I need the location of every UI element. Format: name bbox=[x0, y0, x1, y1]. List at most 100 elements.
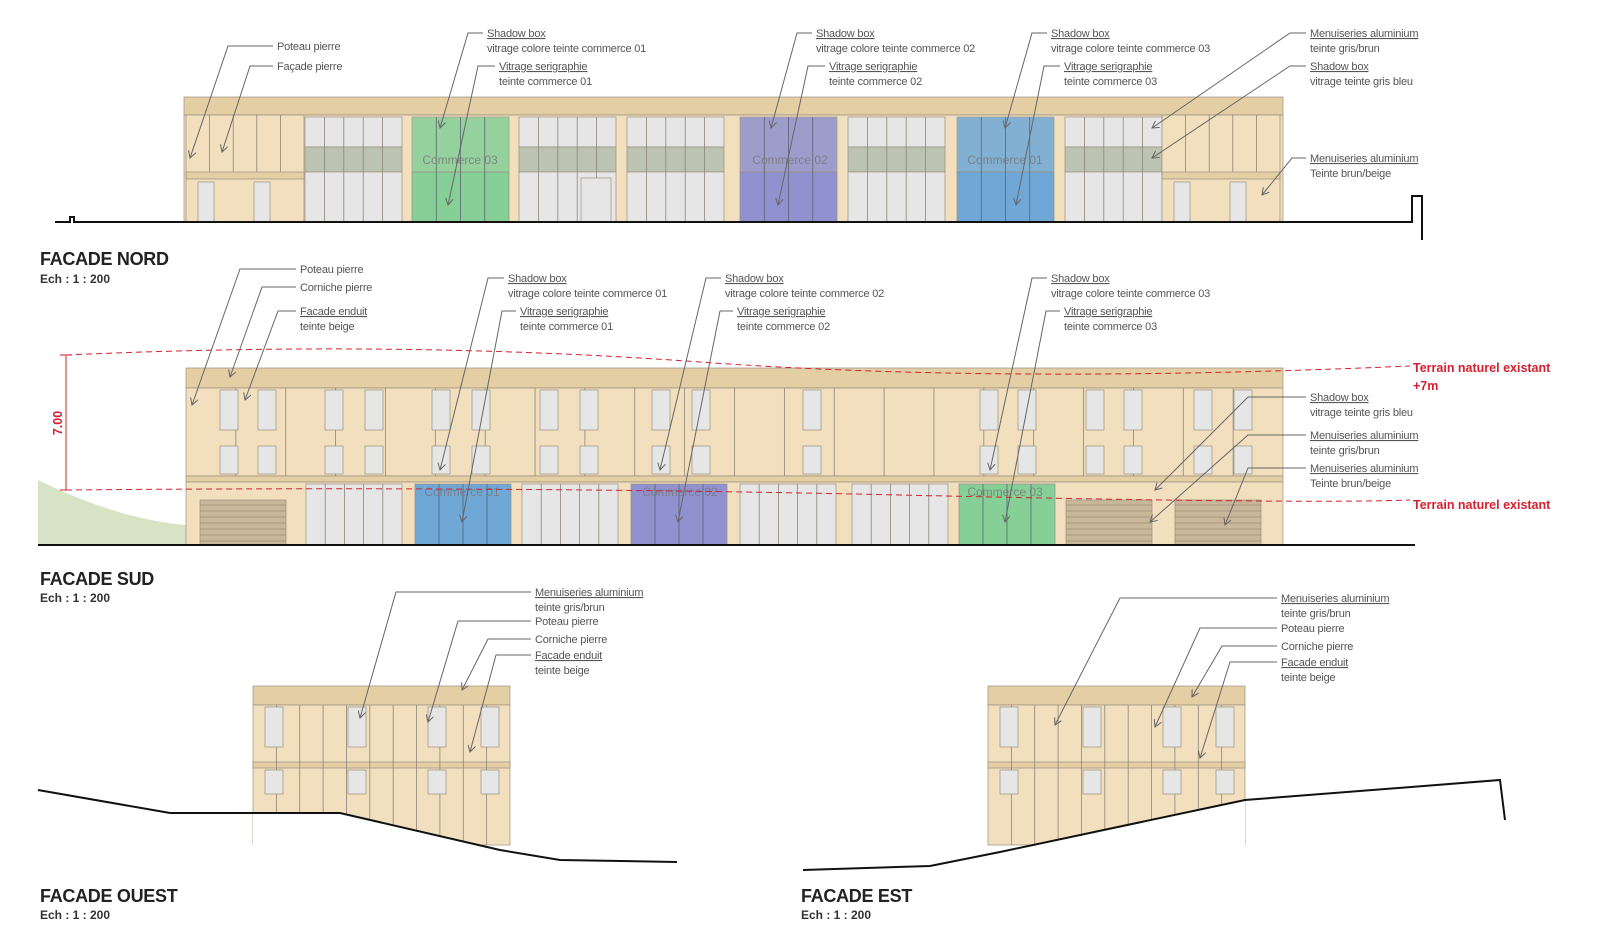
window bbox=[1017, 445, 1037, 475]
upper-glazing bbox=[304, 116, 403, 148]
callout-title: Menuiseries aluminium bbox=[1310, 28, 1418, 40]
lower-glazing bbox=[1064, 171, 1163, 223]
callout-nord-9: Shadow box vitrage teinte gris bleu bbox=[1152, 61, 1413, 158]
commerce-sign: Commerce 03 bbox=[422, 153, 498, 167]
callout-ouest-2: Corniche pierre bbox=[462, 634, 607, 690]
lower-glazing bbox=[847, 171, 946, 223]
leader-arrow bbox=[1016, 65, 1060, 205]
callout-title: Menuiseries aluminium bbox=[1281, 593, 1389, 605]
callout-subtitle: teinte gris/brun bbox=[1310, 43, 1380, 55]
callout-subtitle: vitrage colore teinte commerce 03 bbox=[1051, 288, 1210, 300]
window bbox=[1215, 769, 1235, 795]
shopfront-glazing bbox=[739, 483, 837, 546]
ouest-cornice bbox=[252, 685, 511, 706]
facade-nord-title: FACADE NORD bbox=[40, 249, 169, 269]
shadow-box-grey bbox=[304, 146, 403, 173]
leader-arrow bbox=[771, 32, 812, 128]
facade-ouest-title: FACADE OUEST bbox=[40, 886, 178, 906]
facade-sud-title: FACADE SUD bbox=[40, 569, 154, 589]
callout-title: Poteau pierre bbox=[1281, 623, 1345, 635]
leader-arrow bbox=[1152, 65, 1306, 158]
leader-arrow bbox=[470, 654, 531, 752]
callout-title: Corniche pierre bbox=[1281, 641, 1353, 653]
callout-subtitle: teinte gris/brun bbox=[1281, 608, 1351, 620]
callout-est-1: Poteau pierre bbox=[1155, 623, 1345, 727]
leader-arrow bbox=[1192, 645, 1277, 697]
callout-nord-1: Façade pierre bbox=[222, 61, 343, 152]
facade-sud-scale: Ech : 1 : 200 bbox=[40, 591, 110, 605]
garage-door bbox=[1174, 499, 1262, 546]
window bbox=[1233, 389, 1253, 431]
callout-subtitle: teinte beige bbox=[1281, 672, 1336, 684]
window bbox=[1085, 445, 1105, 475]
callout-subtitle: vitrage colore teinte commerce 03 bbox=[1051, 43, 1210, 55]
window bbox=[999, 769, 1019, 795]
leader-arrow bbox=[428, 620, 531, 722]
callout-est-2: Corniche pierre bbox=[1192, 641, 1353, 697]
lower-glazing bbox=[626, 171, 725, 223]
callout-title: Shadow box bbox=[1310, 392, 1369, 404]
leader-arrow bbox=[1150, 434, 1306, 522]
leader-arrow bbox=[190, 45, 273, 158]
callout-title: Shadow box bbox=[1310, 61, 1369, 73]
door bbox=[197, 181, 215, 223]
window bbox=[364, 445, 384, 475]
leader-arrow bbox=[1155, 396, 1306, 490]
terrain-slope bbox=[38, 480, 186, 545]
window bbox=[347, 769, 367, 795]
shopfront-glazing bbox=[305, 483, 403, 546]
sud-cornice bbox=[185, 367, 1284, 389]
window bbox=[1233, 445, 1253, 475]
lower-glazing bbox=[304, 171, 403, 223]
callout-subtitle: teinte commerce 02 bbox=[737, 321, 830, 333]
callout-title: Corniche pierre bbox=[300, 282, 372, 294]
window bbox=[691, 389, 711, 431]
terrain-top-label: Terrain naturel existant bbox=[1413, 361, 1551, 375]
door bbox=[1229, 181, 1247, 223]
terrain-top-offset: +7m bbox=[1413, 379, 1438, 393]
sud-band bbox=[185, 475, 1284, 483]
facade-est-scale: Ech : 1 : 200 bbox=[801, 908, 871, 922]
callout-title: Shadow box bbox=[508, 273, 567, 285]
commerce-sign: Commerce 02 bbox=[642, 485, 718, 499]
upper-glazing bbox=[626, 116, 725, 148]
callout-title: Facade enduit bbox=[300, 306, 367, 318]
commerce-sign: Commerce 02 bbox=[752, 153, 828, 167]
commerce-sign: Commerce 01 bbox=[424, 485, 500, 499]
window bbox=[347, 706, 367, 748]
ouest-ground-line bbox=[37, 789, 678, 863]
callout-subtitle: teinte beige bbox=[535, 665, 590, 677]
callout-subtitle: Teinte brun/beige bbox=[1310, 168, 1391, 180]
window bbox=[1193, 389, 1213, 431]
callout-title: Poteau pierre bbox=[277, 41, 341, 53]
window bbox=[324, 445, 344, 475]
upper-glazing bbox=[847, 116, 946, 148]
nord-cornice bbox=[183, 96, 1284, 116]
callout-subtitle: teinte commerce 01 bbox=[499, 76, 592, 88]
upper-glazing bbox=[518, 116, 617, 148]
est-cornice bbox=[987, 685, 1246, 706]
window bbox=[1215, 706, 1235, 748]
callout-title: Vitrage serigraphie bbox=[1064, 306, 1152, 318]
callout-nord-8: Menuiseries aluminium teinte gris/brun bbox=[1152, 28, 1419, 128]
leader-arrow bbox=[230, 286, 296, 377]
shadow-box-grey bbox=[626, 146, 725, 173]
leader-arrow bbox=[440, 277, 504, 470]
callout-subtitle: vitrage teinte gris bleu bbox=[1310, 76, 1413, 88]
shopfront-glazing bbox=[851, 483, 949, 546]
leader-arrow bbox=[1055, 597, 1277, 725]
shadow-box-grey bbox=[1064, 146, 1163, 173]
door bbox=[253, 181, 271, 223]
window bbox=[1123, 389, 1143, 431]
window bbox=[1082, 706, 1102, 748]
